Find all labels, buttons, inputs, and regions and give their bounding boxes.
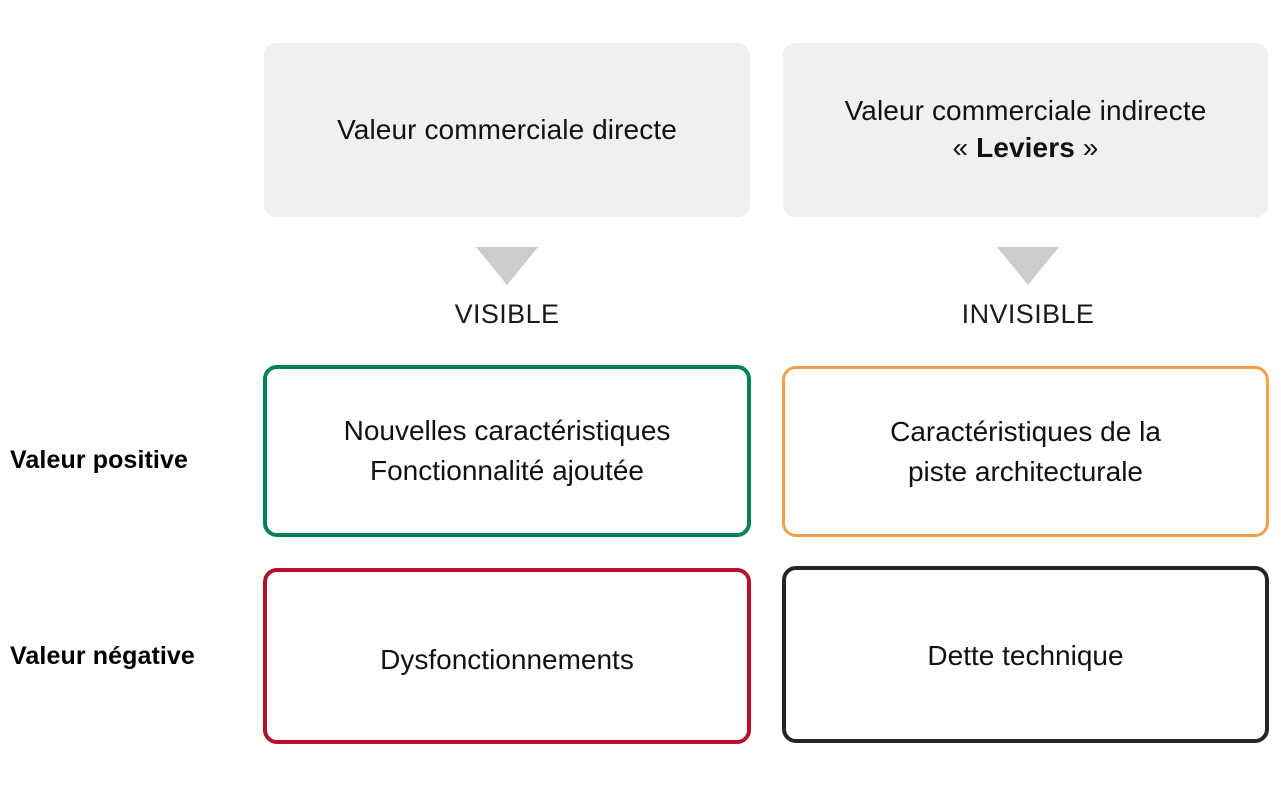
cell-negative-invisible-text: Dette technique	[927, 640, 1124, 671]
visibility-label-invisible: INVISIBLE	[961, 299, 1095, 329]
column-header-direct-value: Valeur commerciale directe	[264, 43, 750, 217]
column-header-direct-value-text: Valeur commerciale directe	[337, 113, 677, 145]
cell-positive-visible-line2: Fonctionnalité ajoutée	[370, 455, 644, 486]
quote-open-glyph: «	[952, 132, 969, 163]
quote-close-glyph: »	[1082, 132, 1099, 163]
cell-positive-invisible: Caractéristiques de la piste architectur…	[782, 366, 1269, 537]
column-header-indirect-emphasis: Leviers	[976, 132, 1075, 163]
column-header-indirect-line1: Valeur commerciale indirecte	[844, 95, 1207, 127]
cell-negative-visible: Dysfonctionnements	[263, 568, 751, 744]
cell-positive-visible: Nouvelles caractéristiques Fonctionnalit…	[263, 365, 751, 537]
triangle-down-icon	[476, 247, 538, 285]
cell-positive-visible-text: Nouvelles caractéristiques Fonctionnalit…	[287, 411, 727, 491]
visibility-label-visible: VISIBLE	[454, 299, 560, 329]
cell-positive-invisible-text: Caractéristiques de la piste architectur…	[805, 412, 1246, 492]
column-header-indirect-value-text: Valeur commerciale indirecte « Leviers »	[801, 93, 1250, 167]
cell-negative-invisible: Dette technique	[782, 566, 1269, 743]
cell-negative-visible-text: Dysfonctionnements	[380, 644, 634, 675]
row-label-positive-value: Valeur positive	[10, 446, 188, 474]
cell-positive-invisible-line1: Caractéristiques de la	[890, 415, 1161, 447]
column-header-indirect-value: Valeur commerciale indirecte « Leviers »	[783, 43, 1268, 217]
cell-positive-visible-line1: Nouvelles caractéristiques	[343, 415, 671, 447]
row-label-negative-value: Valeur négative	[10, 642, 195, 670]
cell-positive-invisible-line2: piste architecturale	[907, 455, 1143, 487]
triangle-down-icon	[997, 247, 1059, 285]
visibility-group-invisible: INVISIBLE	[928, 247, 1128, 328]
visibility-group-visible: VISIBLE	[407, 247, 607, 328]
